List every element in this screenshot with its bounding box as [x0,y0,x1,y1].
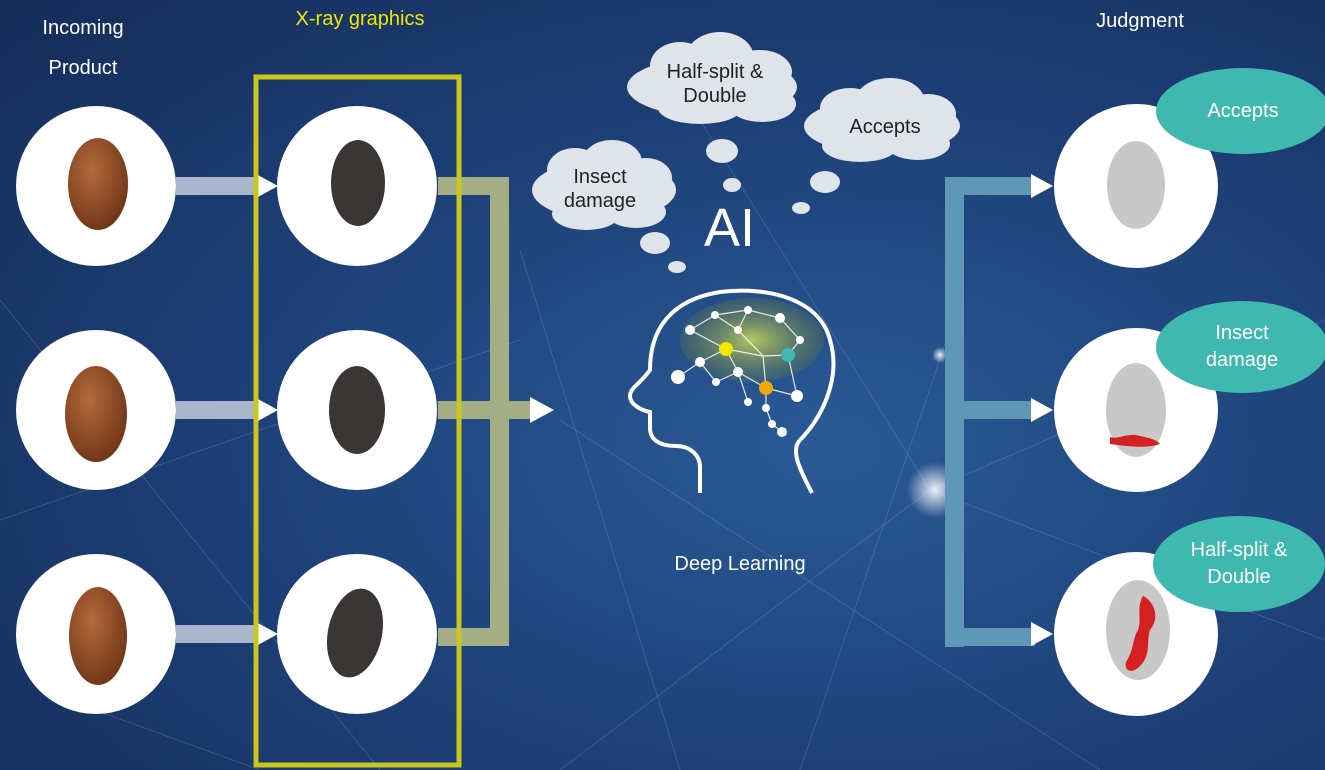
judgment-row-1 [1054,104,1218,268]
thought-insect-damage-label: Insect damage [563,166,637,212]
thought-bubbles [640,139,840,273]
half-split-mark [1125,596,1156,671]
deep-learning-caption: Deep Learning [674,553,806,575]
thought-cloud-accepts [804,78,960,162]
light-flare [932,347,948,363]
incoming-product-row-3 [16,554,176,714]
split-bracket [945,177,1035,647]
almond-image [65,366,127,462]
thought-accepts-label: Accepts [849,116,921,138]
xray-row-2 [277,330,437,490]
almond-image [68,138,128,230]
neuron-highlight-teal [781,348,795,362]
result-badge-accepts: Accepts [1156,68,1325,154]
kernel-insect-damage-image [1106,363,1166,457]
result-badge-half-split: Half-split & Double [1153,516,1325,612]
xray-frame [253,74,462,768]
xray-graphics-header: X-ray graphics [295,8,425,30]
neuron-highlight-orange [759,381,773,395]
xray-row-3 [277,554,437,714]
connectors-input [176,177,262,643]
thought-half-split-label: Half-split & Double [666,61,764,107]
head-outline-icon [627,288,836,494]
result-badge-insect-damage: Insect damage [1156,301,1325,393]
xray-kernel-image [326,588,384,678]
incoming-product-row-1 [16,106,176,266]
ai-input-arrowhead [530,397,554,423]
xray-kernel-image [329,366,385,454]
thought-cloud-half-split [627,32,797,124]
almond-image [69,587,127,685]
neuron-highlight-yellow [719,342,733,356]
xray-kernel-image [331,140,385,226]
xray-row-1 [277,106,437,266]
judgment-header: Judgment [1096,10,1184,32]
thought-cloud-insect [532,140,676,230]
incoming-product-header: Incoming Product [42,17,124,79]
output-arrowheads [1031,174,1053,646]
neural-nodes [671,306,804,437]
kernel-accepted-image [1107,141,1165,229]
input-arrowheads [256,174,278,646]
incoming-product-row-2 [16,330,176,490]
ai-label: AI [704,198,756,258]
insect-damage-mark [1110,434,1160,447]
